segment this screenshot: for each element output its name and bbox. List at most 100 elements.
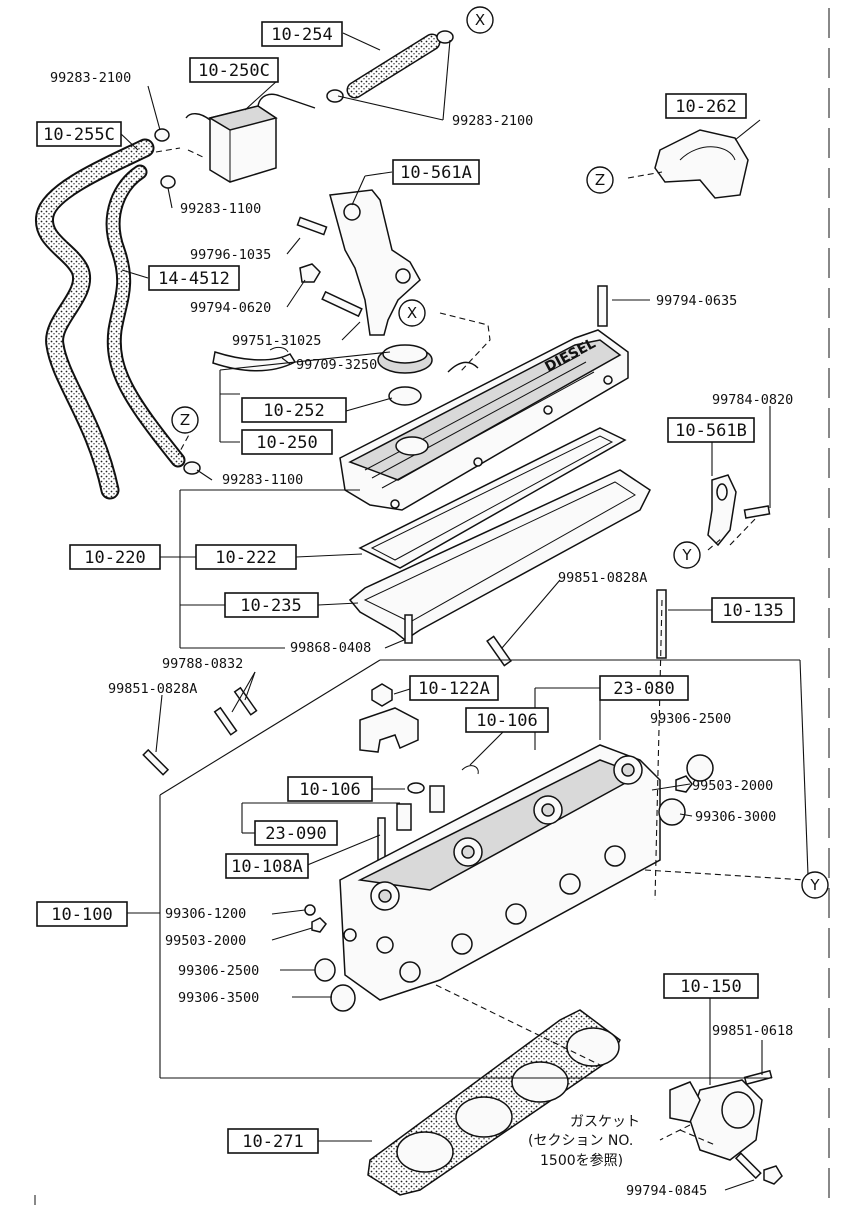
- ref-label-10-561b[interactable]: 10-561B: [667, 417, 755, 443]
- ref-label-10-250c[interactable]: 10-250C: [189, 57, 279, 83]
- clip-99283-2100-top: [436, 30, 454, 44]
- cam-journals: [370, 755, 643, 911]
- bearing-cap: [359, 707, 419, 753]
- pn-99788-0832: 99788-0832: [162, 656, 243, 672]
- ref-label-23-090[interactable]: 23-090: [254, 820, 338, 846]
- pn-99851-0828a-left: 99851-0828A: [108, 681, 197, 697]
- plug-99306-2500-bottom: [314, 958, 336, 982]
- ref-label-10-255c[interactable]: 10-255C: [36, 121, 122, 147]
- gasket-note-line3: 1500を参照): [540, 1152, 623, 1169]
- svg-text:10-255C: 10-255C: [43, 125, 115, 145]
- pn-99751-31025: 99751-31025: [232, 333, 321, 349]
- ref-label-10-262[interactable]: 10-262: [665, 93, 747, 119]
- valve-lifter: [429, 785, 445, 813]
- hose-10-255c: [37, 140, 153, 498]
- bracket-10-561b: [707, 474, 737, 547]
- ref-label-10-106-b[interactable]: 10-106: [287, 776, 373, 802]
- svg-text:10-106: 10-106: [476, 711, 537, 731]
- ref-label-10-100[interactable]: 10-100: [36, 901, 128, 927]
- svg-text:10-250C: 10-250C: [198, 61, 270, 81]
- pn-99794-0635: 99794-0635: [656, 293, 737, 309]
- ref-label-10-106-a[interactable]: 10-106: [465, 707, 549, 733]
- svg-text:10-122A: 10-122A: [418, 679, 490, 699]
- ref-label-10-135[interactable]: 10-135: [711, 597, 795, 623]
- svg-text:10-561A: 10-561A: [400, 163, 472, 183]
- plug-99306-2500-top: [686, 754, 714, 782]
- pn-99868-0408: 99868-0408: [290, 640, 371, 656]
- ref-label-14-4512[interactable]: 14-4512: [148, 265, 240, 291]
- ref-label-10-254[interactable]: 10-254: [261, 21, 343, 47]
- ref-label-10-150[interactable]: 10-150: [663, 973, 759, 999]
- gasket-note-line1: ガスケット: [570, 1114, 640, 1130]
- svg-text:X: X: [407, 304, 417, 322]
- cover-gasket-10-222: [358, 427, 627, 569]
- dashed-connectors: [155, 147, 807, 1146]
- bracket-10-561a: [329, 189, 421, 336]
- svg-text:10-271: 10-271: [242, 1132, 303, 1152]
- pn-99283-2100-right: 99283-2100: [452, 113, 533, 129]
- hose-14-4512: [107, 166, 184, 466]
- ref-labels: 10-254 10-250C 10-255C 10-561A 14-4512 1…: [36, 21, 795, 1154]
- bolt-99868-0408: [404, 614, 413, 644]
- pn-99709-3250: 99709-3250: [296, 357, 377, 373]
- bolt-99794-0845: [734, 1152, 762, 1180]
- stud-99788-0832-b: [213, 706, 238, 736]
- svg-text:Y: Y: [809, 876, 820, 894]
- svg-text:10-250: 10-250: [256, 433, 317, 453]
- ref-label-10-250[interactable]: 10-250: [241, 429, 333, 455]
- clip-99283-2100-mid: [326, 89, 344, 103]
- marker-x-top: X: [466, 6, 494, 34]
- marker-x-mid: X: [398, 299, 426, 327]
- ref-label-10-220[interactable]: 10-220: [69, 544, 161, 570]
- svg-text:23-090: 23-090: [265, 824, 326, 844]
- pn-99283-2100-left: 99283-2100: [50, 70, 131, 86]
- bolt-99784-0820: [743, 505, 771, 519]
- ref-label-10-561a[interactable]: 10-561A: [392, 159, 480, 185]
- plug-99503-2000-right: [675, 775, 693, 793]
- leader-lines: [119, 32, 809, 1191]
- pn-99306-3500: 99306-3500: [178, 990, 259, 1006]
- clip-99709-3250: [212, 351, 297, 372]
- part-10-262: [654, 129, 749, 199]
- svg-text:23-080: 23-080: [613, 679, 674, 699]
- clip-99283-1100-upper: [160, 175, 176, 189]
- pn-99794-0845: 99794-0845: [626, 1183, 707, 1199]
- part-numbers: 99283-2100 99283-2100 99283-1100 99796-1…: [50, 70, 793, 1199]
- clip-99283-1100-lower: [183, 461, 201, 475]
- pn-99283-1100-upper: 99283-1100: [180, 201, 261, 217]
- ref-label-10-122a[interactable]: 10-122A: [409, 675, 499, 701]
- gasket-note-line2: (セクション NO.: [528, 1133, 633, 1149]
- pn-99306-2500-bottom: 99306-2500: [178, 963, 259, 979]
- gasket-note: ガスケット (セクション NO. 1500を参照): [528, 1114, 640, 1169]
- plug-99503-2000-left: [311, 917, 327, 933]
- cap-gasket: [388, 386, 422, 406]
- valve-guide: [396, 803, 412, 831]
- svg-text:10-235: 10-235: [240, 596, 301, 616]
- plug-99306-1200: [304, 904, 316, 916]
- ref-label-10-222[interactable]: 10-222: [195, 544, 297, 570]
- ref-label-23-080[interactable]: 23-080: [599, 675, 689, 701]
- stud-99851-0828a-right: [486, 635, 512, 667]
- nut-10-122a: [371, 683, 393, 707]
- svg-text:10-262: 10-262: [675, 97, 736, 117]
- svg-text:10-100: 10-100: [51, 905, 112, 925]
- pn-99851-0618: 99851-0618: [712, 1023, 793, 1039]
- bolt-99794-0635: [597, 285, 608, 327]
- water-outlet-port: [721, 1091, 755, 1129]
- svg-text:10-220: 10-220: [84, 548, 145, 568]
- ref-label-10-108a[interactable]: 10-108A: [225, 853, 309, 879]
- pn-99306-3000: 99306-3000: [695, 809, 776, 825]
- bolt-99796-1035: [296, 216, 328, 236]
- svg-text:10-106: 10-106: [299, 780, 360, 800]
- svg-text:10-135: 10-135: [722, 601, 783, 621]
- bracket-hole: [343, 203, 361, 221]
- ref-label-10-271[interactable]: 10-271: [227, 1128, 319, 1154]
- ref-label-10-235[interactable]: 10-235: [224, 592, 319, 618]
- pn-99851-0828a-right: 99851-0828A: [558, 570, 647, 586]
- cylinder-head: [339, 744, 661, 1001]
- plug-99306-3000: [658, 798, 686, 826]
- marker-y-upper: Y: [673, 541, 701, 569]
- ref-label-10-252[interactable]: 10-252: [241, 397, 347, 423]
- pn-99784-0820: 99784-0820: [712, 392, 793, 408]
